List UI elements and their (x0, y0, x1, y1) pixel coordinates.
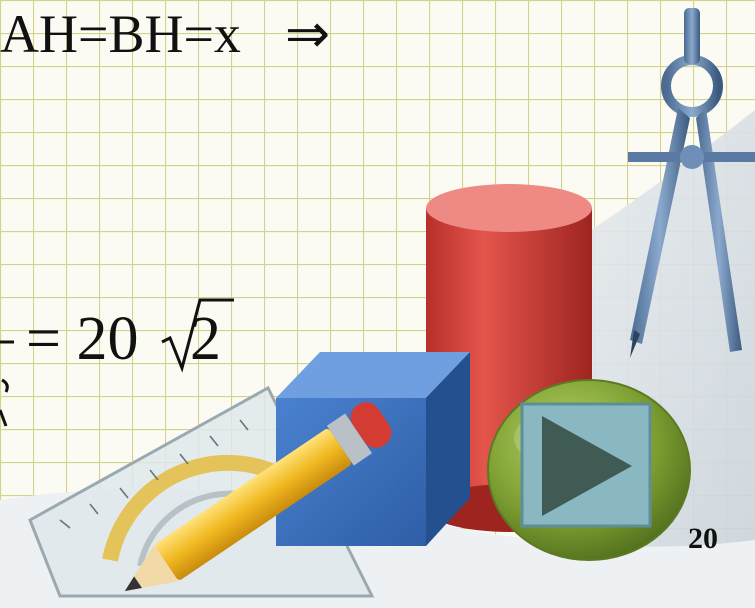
play-icon (542, 416, 632, 516)
page-number: 20 (688, 522, 718, 555)
formula-middle-prefix: = 20 (26, 305, 139, 373)
formula-top-text: AH=BH=x (0, 4, 241, 64)
formula-middle: = 20 (0, 304, 138, 375)
compass-tool (628, 8, 755, 358)
square-root-symbol (161, 298, 234, 373)
fraction-fragment (0, 340, 14, 427)
formula-middle-radicand: 2 (190, 305, 221, 373)
implies-symbol: ⇒ (284, 4, 331, 64)
formula-top: AH=BH=x ⇒ (0, 2, 330, 65)
pencil-tool (124, 402, 392, 592)
play-button[interactable] (486, 378, 692, 562)
